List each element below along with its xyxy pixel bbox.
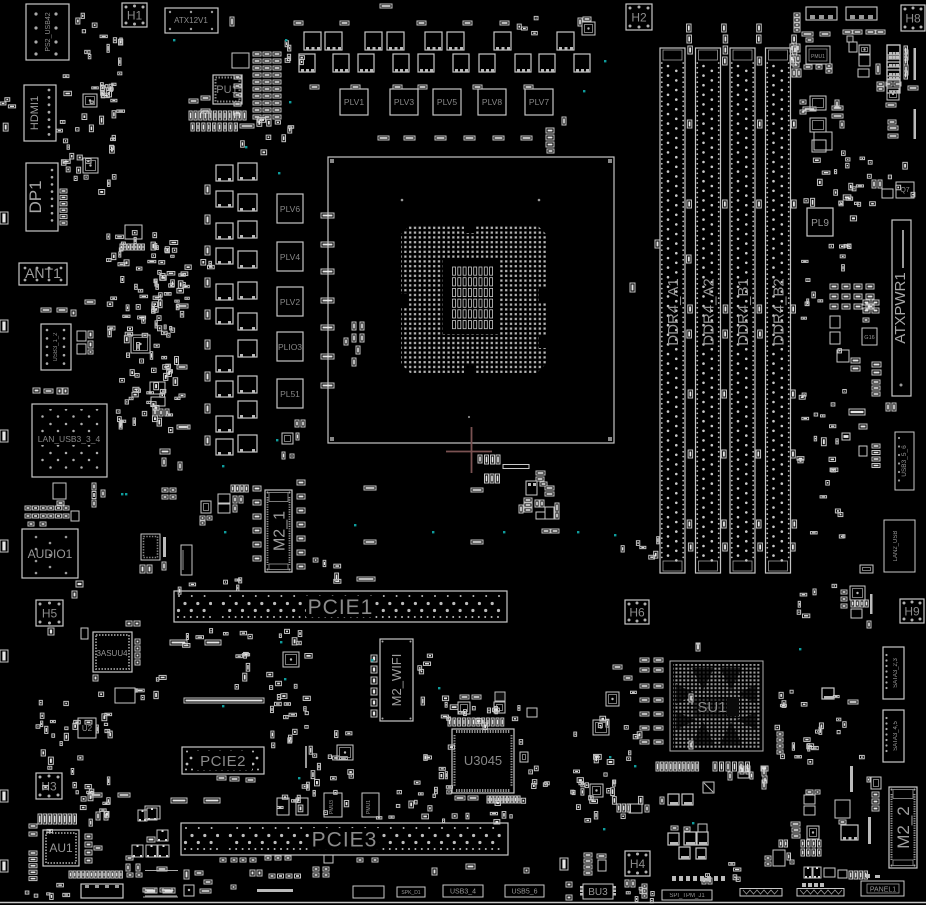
- svg-text:USB3_4: USB3_4: [450, 889, 476, 896]
- svg-text:H2: H2: [631, 10, 647, 24]
- svg-text:USB3_5_6: USB3_5_6: [901, 445, 908, 477]
- svg-text:H1: H1: [127, 8, 143, 22]
- svg-text:H3: H3: [41, 779, 57, 793]
- svg-text:DDR4_B2: DDR4_B2: [770, 278, 787, 346]
- svg-text:H9: H9: [904, 604, 920, 618]
- svg-text:SATA3_4,5: SATA3_4,5: [893, 720, 899, 750]
- svg-text:PLV5: PLV5: [437, 97, 457, 107]
- svg-text:PS2_USB42: PS2_USB42: [45, 12, 52, 51]
- svg-text:PLV1: PLV1: [344, 97, 364, 107]
- svg-text:HDMI1: HDMI1: [29, 96, 41, 130]
- svg-text:H5: H5: [42, 606, 58, 620]
- svg-text:PLV3: PLV3: [394, 97, 414, 107]
- svg-text:PCIE2: PCIE2: [200, 753, 246, 770]
- svg-text:Q7: Q7: [900, 187, 909, 194]
- svg-text:DDR4_A1: DDR4_A1: [665, 278, 682, 346]
- svg-text:USB3_1_2: USB3_1_2: [53, 332, 59, 362]
- svg-text:PLV7: PLV7: [529, 97, 549, 107]
- svg-text:PANEL1: PANEL1: [870, 887, 896, 894]
- svg-text:ATX12V1: ATX12V1: [174, 16, 208, 25]
- svg-text:PL9: PL9: [811, 218, 829, 229]
- svg-text:SU1: SU1: [697, 699, 726, 716]
- svg-text:LAN2_USB: LAN2_USB: [893, 531, 899, 562]
- svg-text:PMU1: PMU1: [366, 800, 372, 814]
- svg-text:SPI_TPM_J1: SPI_TPM_J1: [669, 893, 705, 899]
- svg-text:ATXPWR1: ATXPWR1: [892, 272, 909, 343]
- svg-text:DDR4_A2: DDR4_A2: [700, 278, 717, 346]
- svg-text:M2_2: M2_2: [894, 806, 913, 849]
- svg-text:PLV4: PLV4: [280, 252, 300, 262]
- svg-text:ANT1: ANT1: [25, 265, 61, 281]
- svg-text:H4: H4: [630, 857, 646, 871]
- svg-text:M2_1: M2_1: [271, 511, 288, 551]
- svg-text:PLV8: PLV8: [482, 97, 502, 107]
- svg-text:BU3: BU3: [588, 887, 608, 898]
- svg-text:USB5_6: USB5_6: [511, 889, 537, 896]
- svg-text:SPK_D1: SPK_D1: [401, 890, 420, 896]
- svg-text:PMU3: PMU3: [329, 800, 335, 814]
- svg-text:H6: H6: [629, 605, 645, 619]
- svg-text:G16: G16: [864, 335, 874, 341]
- svg-text:H8: H8: [905, 11, 921, 25]
- svg-text:M2_WIFI: M2_WIFI: [389, 654, 404, 707]
- svg-text:AUDIO1: AUDIO1: [28, 547, 73, 561]
- svg-text:LAN_USB3_3_4: LAN_USB3_3_4: [38, 434, 101, 444]
- svg-text:AU1: AU1: [49, 841, 73, 855]
- svg-text:U3045: U3045: [464, 753, 502, 768]
- svg-text:U2: U2: [82, 724, 93, 733]
- svg-text:PU1: PU1: [216, 84, 237, 96]
- svg-text:DP1: DP1: [26, 180, 45, 213]
- svg-text:PLIO3: PLIO3: [278, 342, 302, 352]
- svg-text:3ASUU4: 3ASUU4: [96, 649, 128, 658]
- svg-text:PMU1: PMU1: [811, 54, 825, 60]
- svg-text:PLV2: PLV2: [280, 297, 300, 307]
- svg-text:PLV6: PLV6: [280, 204, 300, 214]
- svg-text:PCIE3: PCIE3: [312, 829, 378, 852]
- svg-text:SATA3_2,3: SATA3_2,3: [893, 657, 899, 687]
- svg-text:PL51: PL51: [280, 389, 300, 399]
- svg-text:DDR4_B1: DDR4_B1: [735, 278, 752, 346]
- svg-text:PCIE1: PCIE1: [308, 596, 374, 619]
